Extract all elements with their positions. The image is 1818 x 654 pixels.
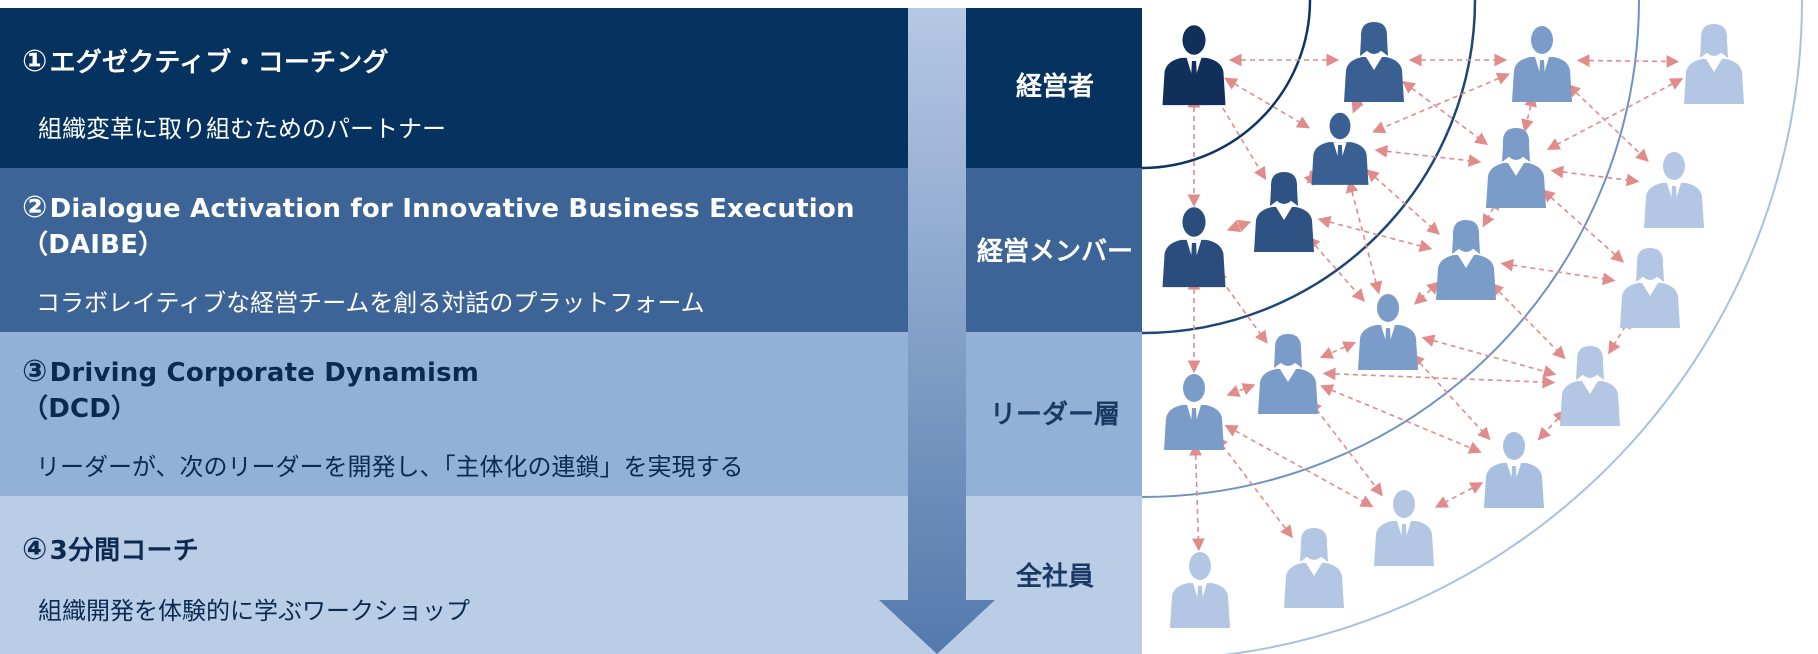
band-description: コラボレイティブな経営チームを創る対話のプラットフォーム bbox=[36, 289, 705, 317]
band-title-abbrev: （DCD） bbox=[22, 394, 138, 424]
connection-arrow bbox=[1537, 409, 1567, 441]
band-title: ③Driving Corporate Dynamism （DCD） bbox=[22, 354, 480, 424]
connection-arrow bbox=[1320, 384, 1482, 454]
connection-arrow bbox=[1500, 258, 1616, 286]
band-title: ②Dialogue Activation for Innovative Busi… bbox=[22, 190, 855, 260]
connection-arrow bbox=[1541, 189, 1625, 263]
connection-arrow bbox=[1374, 145, 1482, 167]
person-male-icon bbox=[1358, 294, 1418, 370]
band-title: ①エグゼクティブ・コーチング bbox=[22, 44, 389, 79]
connection-arrow bbox=[1345, 179, 1383, 295]
person-male-icon bbox=[1644, 152, 1704, 228]
connection-arrow bbox=[1317, 215, 1433, 253]
connection-arrow bbox=[1546, 78, 1684, 150]
person-female-icon bbox=[1620, 248, 1680, 328]
person-female-icon bbox=[1684, 24, 1744, 104]
connection-arrow bbox=[1211, 89, 1267, 181]
person-male-icon bbox=[1512, 26, 1572, 102]
person-male-icon bbox=[1311, 112, 1369, 185]
person-male-icon bbox=[1164, 374, 1224, 450]
connection-arrow bbox=[1307, 236, 1365, 302]
person-male-icon bbox=[1374, 490, 1434, 566]
connection-arrow bbox=[1322, 367, 1556, 389]
band-title: ④3分間コーチ bbox=[22, 532, 199, 567]
connection-arrow bbox=[1567, 84, 1649, 162]
connection-arrow bbox=[1401, 80, 1489, 146]
connection-arrow bbox=[1226, 383, 1256, 397]
role-label-leader: リーダー層 bbox=[989, 400, 1120, 430]
person-female-icon bbox=[1436, 220, 1496, 300]
person-female-icon bbox=[1284, 528, 1344, 608]
person-male-icon bbox=[1484, 432, 1544, 508]
connection-arrow bbox=[1372, 72, 1510, 134]
person-female-icon bbox=[1560, 346, 1620, 426]
connection-arrow bbox=[1434, 482, 1484, 508]
band-title-abbrev: （DAIBE） bbox=[22, 230, 165, 260]
band-description: 組織開発を体験的に学ぶワークショップ bbox=[38, 597, 470, 625]
connection-arrow bbox=[1366, 169, 1440, 235]
connection-arrow bbox=[1224, 424, 1374, 508]
connection-arrow bbox=[1189, 442, 1205, 552]
connection-arrow bbox=[1226, 219, 1252, 233]
connection-arrow bbox=[1421, 334, 1557, 378]
connection-arrow bbox=[1413, 281, 1441, 305]
connection-arrow bbox=[1576, 54, 1680, 68]
connection-arrow bbox=[1309, 399, 1383, 497]
connection-arrow bbox=[1319, 341, 1357, 359]
connection-arrow bbox=[1550, 165, 1640, 187]
connection-arrow bbox=[1215, 435, 1293, 539]
band-description: 組織変革に取り組むためのパートナー bbox=[38, 115, 446, 143]
band-description: リーダーが、次のリーダーを開発し、「主体化の連鎖」を実現する bbox=[36, 453, 744, 481]
role-label-management-member: 経営メンバー bbox=[976, 237, 1133, 267]
person-female-icon bbox=[1254, 172, 1314, 252]
connection-arrow bbox=[1608, 315, 1632, 355]
person-female-icon bbox=[1258, 334, 1318, 414]
connection-arrow bbox=[1223, 77, 1311, 129]
role-label-executive: 経営者 bbox=[1015, 72, 1094, 102]
person-male-icon bbox=[1162, 25, 1226, 106]
organization-network-graphic bbox=[1142, 0, 1803, 654]
person-male-icon bbox=[1162, 207, 1226, 288]
person-male-icon bbox=[1170, 552, 1230, 628]
person-female-icon bbox=[1344, 22, 1404, 102]
ring-arc bbox=[1222, 0, 1803, 654]
connection-arrow bbox=[1521, 93, 1537, 133]
connection-arrow bbox=[1490, 282, 1566, 360]
person-female-icon bbox=[1486, 128, 1546, 208]
role-label-all-employees: 全社員 bbox=[1015, 562, 1094, 592]
